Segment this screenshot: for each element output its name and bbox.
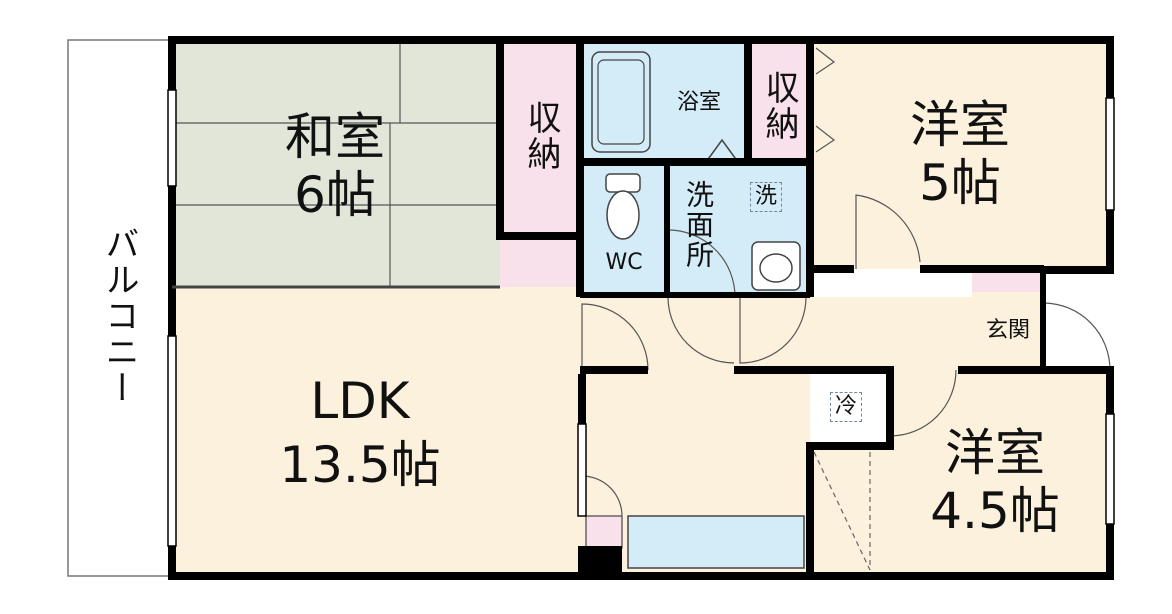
ldk-name: LDK <box>310 372 410 430</box>
fridge-label: 冷 <box>830 392 863 422</box>
yoshitsu1-name: 洋室 <box>910 96 1010 154</box>
washer-label: 洗 <box>750 182 783 212</box>
yoshitsu2-size: 4.5帖 <box>930 482 1060 540</box>
storage1-floor <box>500 40 580 236</box>
tatami-lines <box>172 40 500 287</box>
balcony-area <box>67 39 173 577</box>
entrance-shoebox <box>972 272 1044 292</box>
ldk-size: 13.5帖 <box>279 436 441 494</box>
washitsu-name: 和室 <box>285 108 385 166</box>
walls <box>168 36 1114 580</box>
washroom-label: 洗面所 <box>682 180 715 270</box>
washbasin <box>751 241 801 291</box>
toilet-fixture <box>605 173 641 240</box>
closet-dash <box>813 451 871 571</box>
wc-label: WC <box>605 250 643 275</box>
storage2-label: 収納 <box>759 70 799 142</box>
balcony-label: バルコニー <box>99 226 139 406</box>
hall-floor <box>582 297 972 370</box>
yoshitsu2-floor <box>810 370 1110 576</box>
door-arcs <box>581 47 1111 517</box>
yoshitsu1-floor <box>810 40 1110 269</box>
bathtub <box>591 51 651 153</box>
washroom-door-arc <box>667 229 736 298</box>
entrance-label: 玄関 <box>985 318 1030 343</box>
ldk-floor <box>172 287 582 576</box>
storage-small-floor <box>500 236 580 287</box>
washitsu-floor <box>172 40 500 287</box>
yoshitsu1-size: 5帖 <box>919 154 1001 212</box>
storage2-floor <box>748 40 810 162</box>
storage1-label: 収納 <box>521 100 561 172</box>
bath-label: 浴室 <box>676 90 721 115</box>
kitchen-cabinet <box>585 515 623 549</box>
washitsu-size: 6帖 <box>294 166 376 224</box>
kitchen-counter <box>627 515 805 569</box>
yoshitsu2-name: 洋室 <box>945 424 1045 482</box>
